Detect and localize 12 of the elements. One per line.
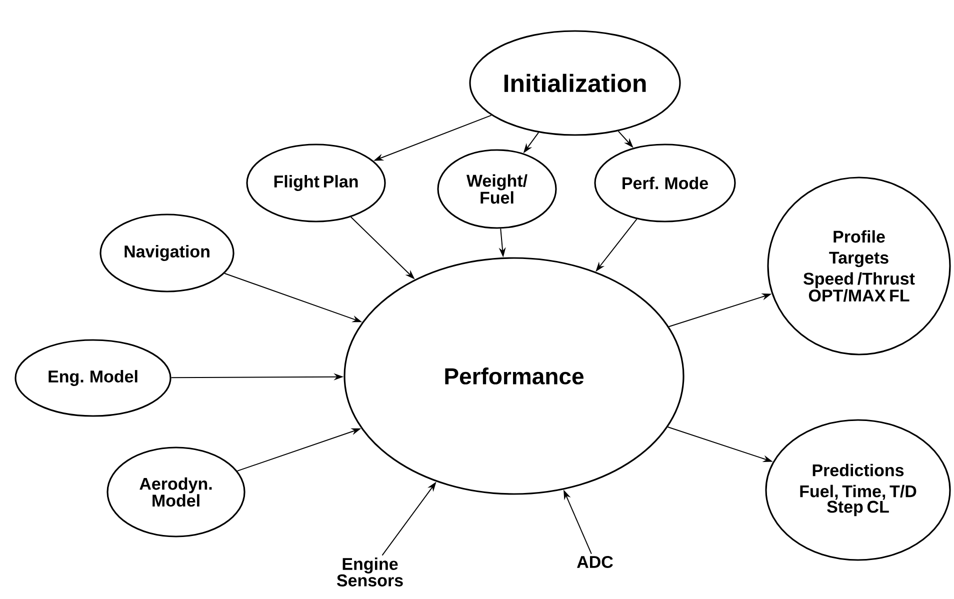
ellipse-node: Predictions Fuel, Time, T/D Step CL [765,419,951,561]
ellipse-node: Perf. Mode [594,144,736,222]
input-label: Engine Sensors [336,558,403,586]
ellipse-node: Performance [344,257,684,495]
input-label: ADC [577,556,613,568]
ellipse-node: Weight/ Fuel [437,149,557,229]
ellipse-node: Navigation [100,214,234,292]
ellipse-node: Profile Targets Speed /Thrust OPT/MAX FL [767,176,951,356]
ellipse-node: Aerodyn. Model [106,446,246,538]
ellipse-node: Initialization [469,30,681,136]
ellipse-node: Eng. Model [14,339,172,417]
ellipse-node: Flight Plan [246,144,386,222]
